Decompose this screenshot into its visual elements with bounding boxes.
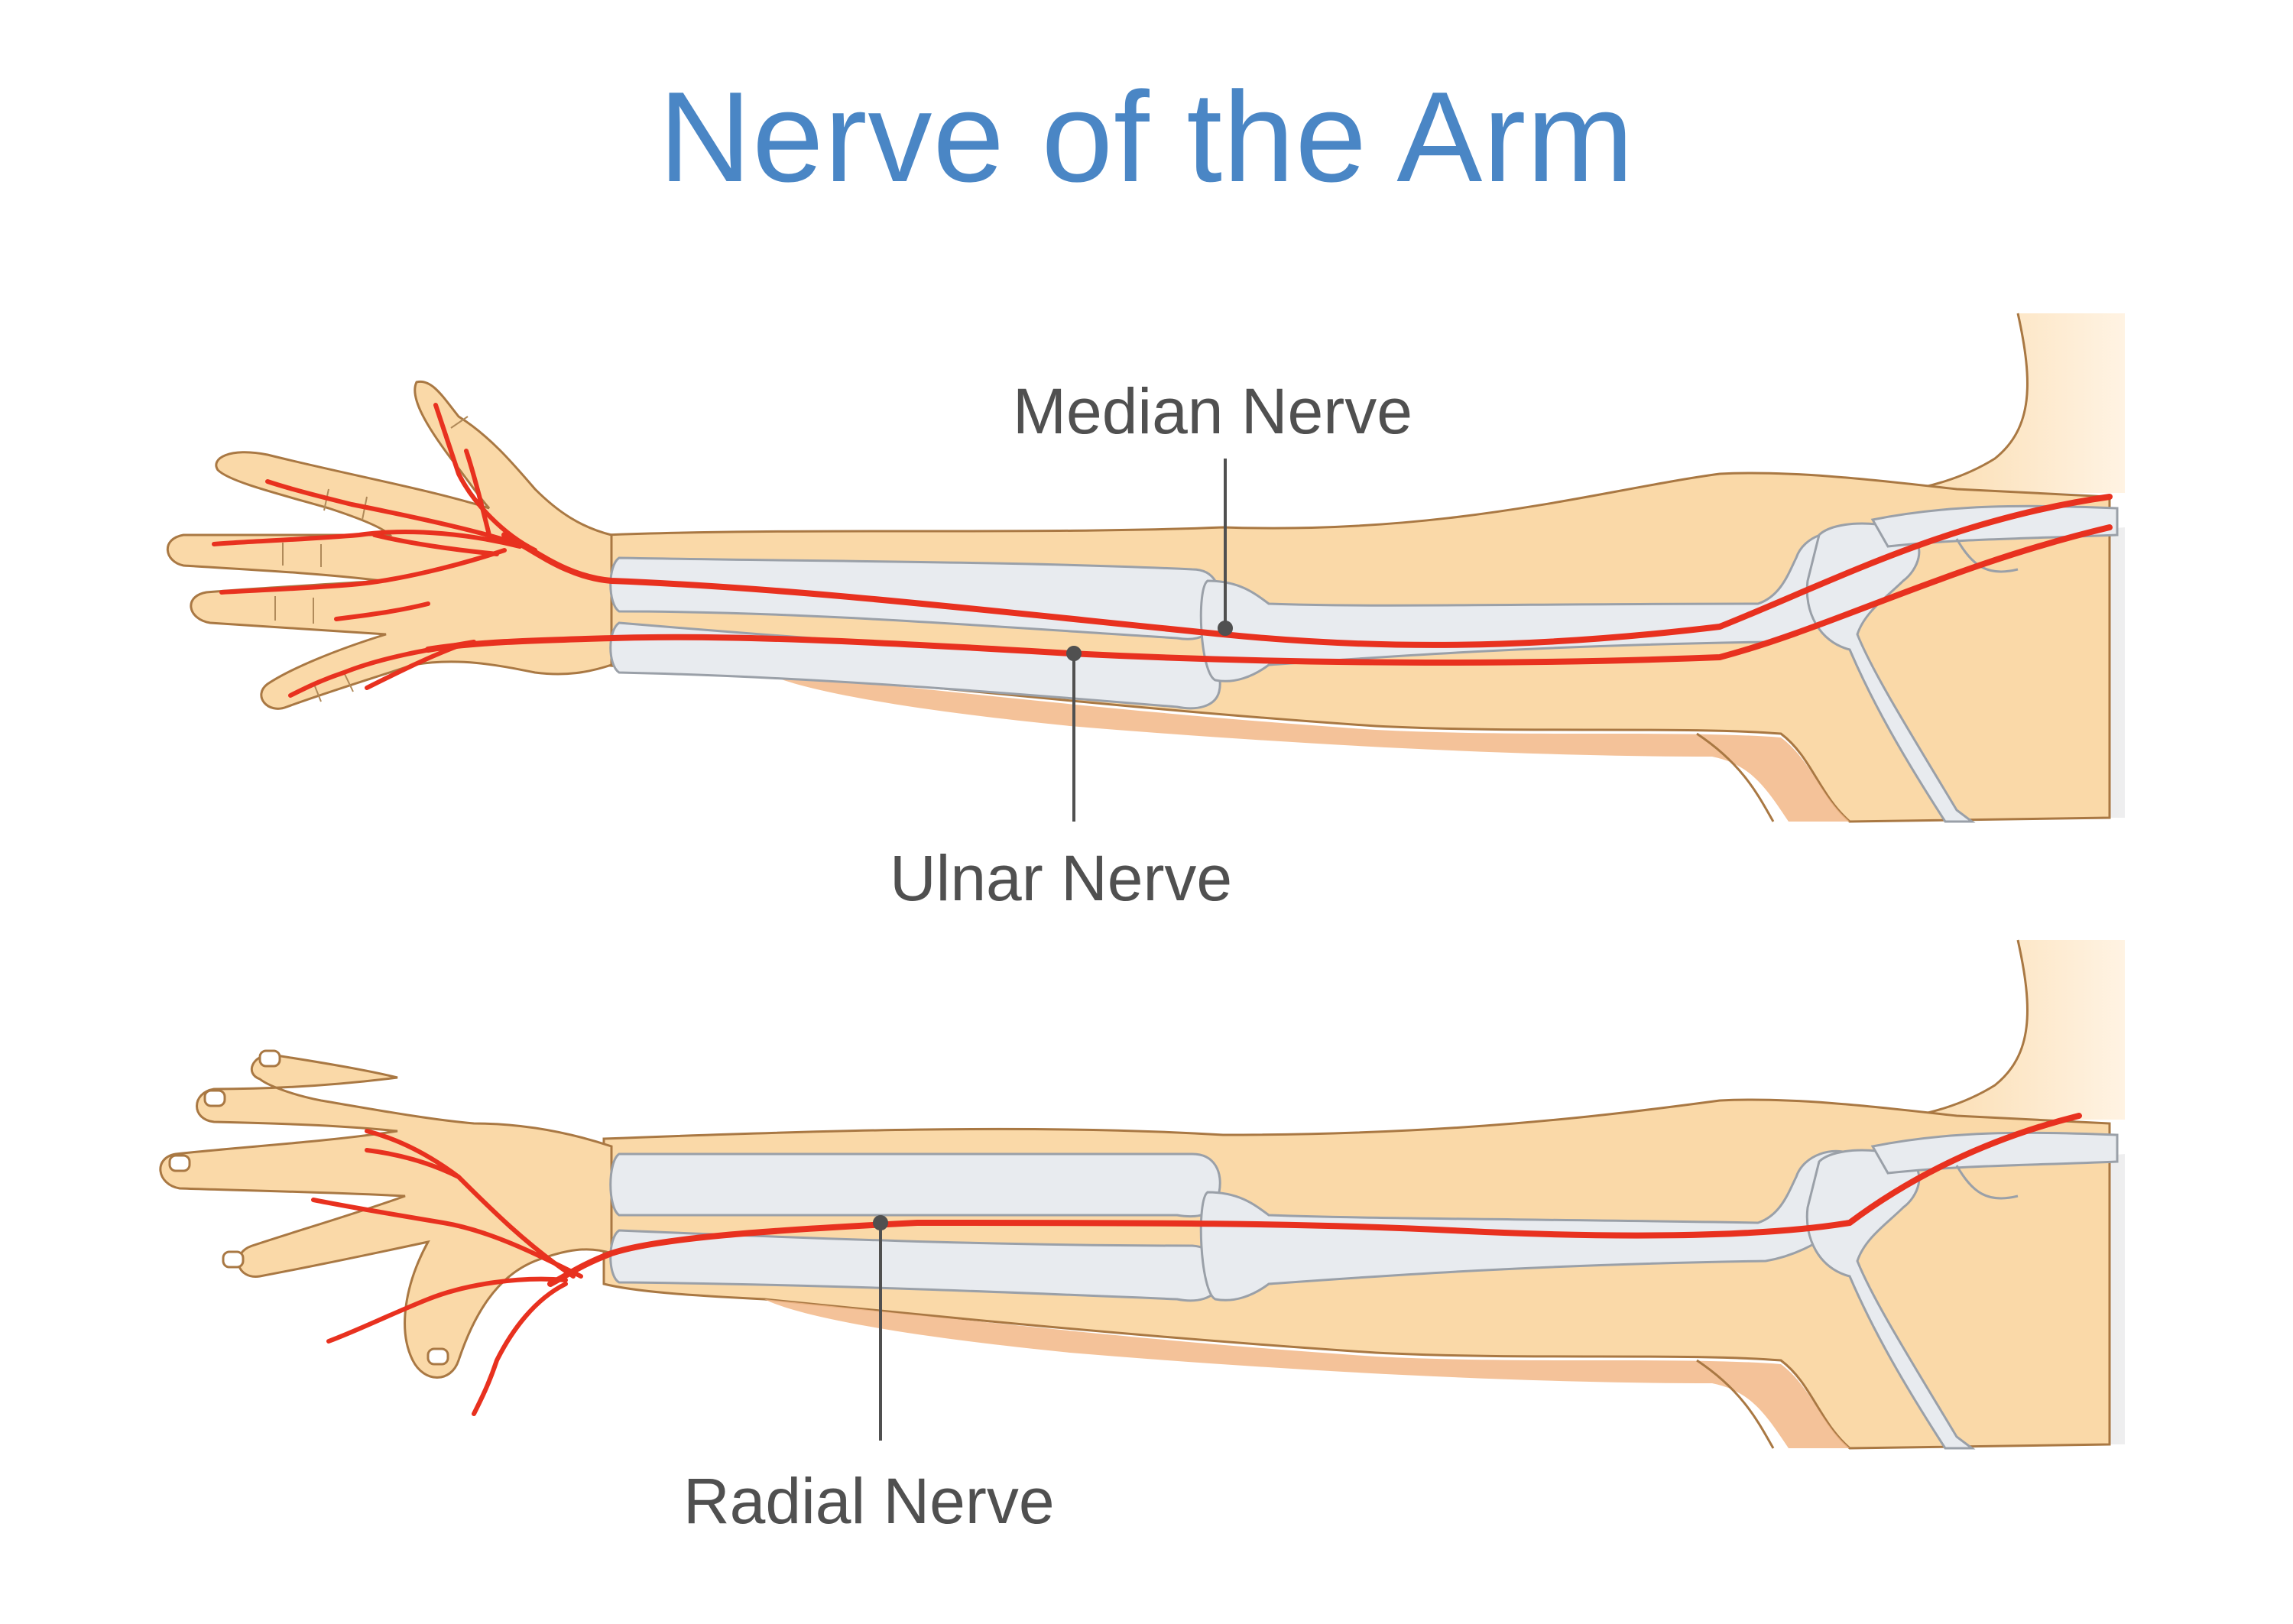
radial-nerve bbox=[547, 1113, 2082, 1287]
top-arm bbox=[166, 313, 2125, 823]
median-nerve bbox=[501, 494, 2113, 648]
bottom-label-pointers bbox=[873, 1215, 888, 1441]
top-shoulder bbox=[1888, 313, 2125, 493]
top-nerves bbox=[212, 403, 2113, 698]
top-hand bbox=[166, 380, 613, 710]
median-nerve-label: Median Nerve bbox=[1013, 375, 1412, 447]
diagram-title: Nerve of the Arm bbox=[658, 65, 1635, 209]
radial-nerve-label: Radial Nerve bbox=[683, 1465, 1055, 1537]
bottom-nerves bbox=[311, 1113, 2082, 1416]
ulnar-nerve bbox=[425, 524, 2113, 666]
ulnar-nerve-label: Ulnar Nerve bbox=[890, 842, 1233, 914]
bottom-arm bbox=[159, 939, 2125, 1450]
bottom-hand bbox=[159, 1053, 613, 1379]
top-label-pointers bbox=[1066, 459, 1233, 822]
bottom-forearm-bones bbox=[609, 1131, 2119, 1450]
bottom-shoulder bbox=[1888, 940, 2125, 1120]
